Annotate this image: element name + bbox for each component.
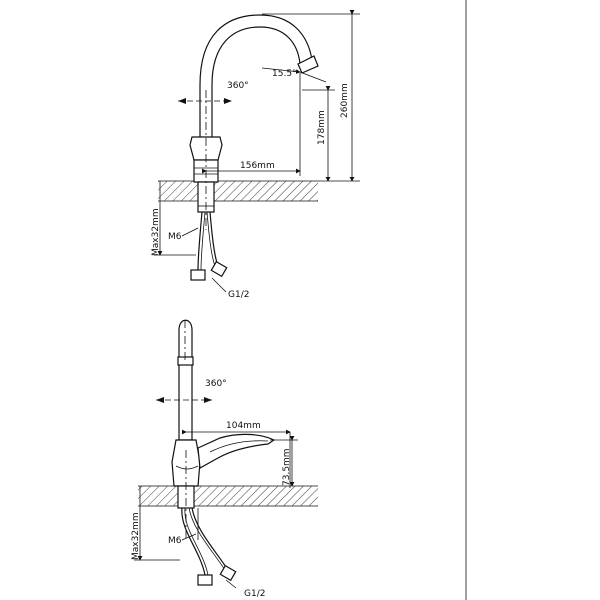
top-height-spout-dimension (302, 86, 335, 182)
top-rotation-arrow (178, 98, 232, 104)
top-aerator (297, 55, 319, 74)
bottom-height-dimension (270, 436, 298, 487)
bottom-countertop (138, 485, 318, 507)
top-max-thickness-dimension (154, 181, 196, 256)
bottom-reach-label: 104mm (226, 421, 261, 431)
bottom-spout-tube (178, 319, 193, 441)
top-rotation-label: 360° (227, 81, 249, 91)
top-spout-tube (199, 14, 313, 137)
top-countertop (158, 180, 318, 202)
top-height-total-label: 260mm (340, 83, 350, 118)
top-reach-dimension (202, 90, 301, 176)
top-reach-label: 156mm (240, 161, 275, 171)
top-max-thickness-label: Max32mm (151, 208, 161, 256)
top-stud-label: M6 (168, 232, 182, 242)
top-hose-thread-label: G1/2 (228, 290, 249, 300)
bottom-lever-handle (197, 433, 276, 469)
bottom-max-thickness-label: Max32mm (131, 512, 141, 560)
bottom-hose-thread-label: G1/2 (244, 589, 265, 599)
top-hoses (190, 211, 228, 281)
top-height-spout-label: 178mm (317, 110, 327, 145)
top-faucet-view: 360° 15.5° 260mm 178mm (151, 10, 360, 300)
bottom-rotation-arrow (156, 397, 212, 403)
bottom-height-label: 73.5mm (282, 448, 292, 486)
bottom-hoses (181, 507, 237, 586)
bottom-faucet-view: 360° 104mm 73.5mm Max32mm (131, 319, 318, 599)
bottom-max-thickness-dimension (134, 486, 180, 561)
top-height-total-dimension (262, 10, 360, 182)
bottom-stud-label: M6 (168, 536, 182, 546)
bottom-rotation-label: 360° (205, 379, 227, 389)
top-angle-label: 15.5° (272, 69, 297, 79)
